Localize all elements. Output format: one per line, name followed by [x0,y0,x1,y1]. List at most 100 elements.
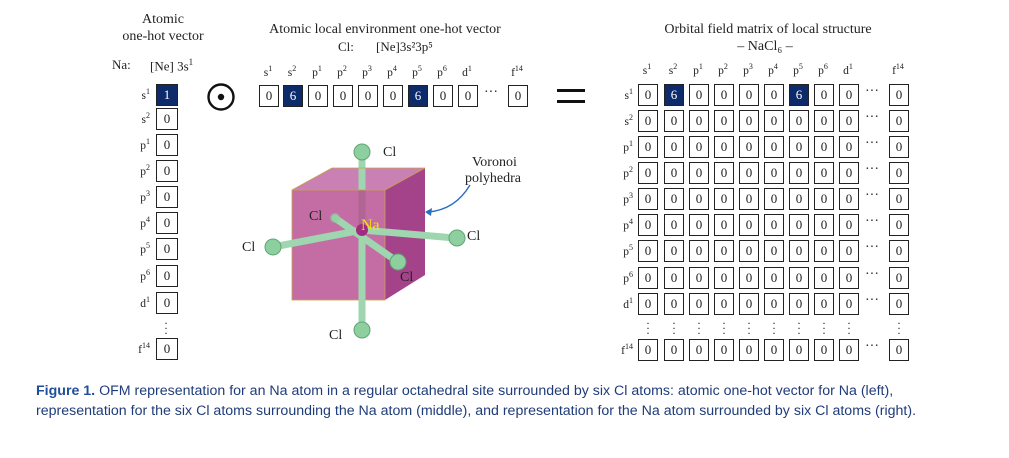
middle-vector-cell: 0 [458,85,478,107]
left-row-label: s2 [141,111,150,126]
ofm-row-label: f14 [621,342,633,357]
middle-col-label: p5 [412,64,422,79]
left-row-label: f14 [138,341,150,356]
ofm-row-ellipsis: ··· [865,136,879,151]
ofm-vertical-ellipsis: ... [822,313,826,337]
left-atom-label: Na: [112,57,131,72]
left-vector-cell: 0 [156,265,178,287]
ofm-cell: 0 [889,110,909,132]
left-row-label: p1 [140,137,150,152]
middle-horizontal-ellipsis: ··· [484,85,498,100]
left-title-line1: Atomic [142,12,184,27]
ofm-row-label: p3 [623,191,633,206]
ofm-cell: 0 [638,188,658,210]
ofm-row-ellipsis: ··· [865,110,879,125]
ofm-cell: 0 [789,293,809,315]
middle-vector-cell: 0 [358,85,378,107]
ofm-vertical-ellipsis: ... [646,313,650,337]
ofm-cell: 0 [764,240,784,262]
ofm-vertical-ellipsis: ... [797,313,801,337]
ofm-cell: 0 [638,267,658,289]
ofm-cell: 0 [689,110,709,132]
ofm-cell: 0 [739,84,759,106]
ofm-col-label: s2 [668,62,678,77]
cl-label-bottom: Cl [329,328,343,343]
middle-col-label: p1 [312,64,322,79]
ofm-cell: 0 [789,267,809,289]
left-vector-cell: 0 [156,134,178,156]
ofm-cell: 0 [664,339,684,361]
ofm-row-ellipsis: ··· [865,162,879,177]
ofm-cell: 0 [638,110,658,132]
ofm-cell: 0 [638,136,658,158]
ofm-cell: 0 [889,136,909,158]
ofm-cell: 0 [764,84,784,106]
middle-vector-cell: 0 [383,85,403,107]
ofm-cell: 0 [664,110,684,132]
ofm-row-label: s2 [624,113,633,128]
ofm-cell: 0 [764,339,784,361]
ofm-cell: 0 [664,214,684,236]
middle-col-label: s2 [287,64,297,79]
ofm-cell: 0 [638,240,658,262]
ofm-cell: 0 [739,162,759,184]
left-row-label: p2 [140,163,150,178]
ofm-cell: 0 [839,240,859,262]
ofm-cell: 0 [889,240,909,262]
left-vector-cell: 0 [156,108,178,130]
ofm-cell: 0 [889,188,909,210]
ofm-row-label: p4 [623,217,633,232]
voronoi-arrow [427,184,471,213]
ofm-cell: 0 [839,162,859,184]
left-vector-cell: 0 [156,338,178,360]
ofm-cell: 0 [689,188,709,210]
ofm-cell: 0 [714,162,734,184]
ofm-cell: 0 [789,162,809,184]
ofm-cell: 0 [789,188,809,210]
ofm-cell: 0 [839,339,859,361]
voronoi-label-line2: polyhedra [465,171,521,186]
ofm-cell: 0 [789,110,809,132]
ofm-col-label: p3 [743,62,753,77]
middle-vector-cell: 0 [308,85,328,107]
hadamard-operator-icon [206,82,236,117]
figure-caption: Figure 1. OFM representation for an Na a… [36,381,986,421]
ofm-col-label: p1 [693,62,703,77]
ofm-cell: 6 [664,84,684,106]
ofm-col-label: d1 [843,62,853,77]
ofm-cell: 0 [714,136,734,158]
cl-atom-back [330,213,340,223]
ofm-cell: 6 [789,84,809,106]
ofm-cell: 0 [789,214,809,236]
ofm-cell: 0 [739,240,759,262]
left-row-label: p5 [140,241,150,256]
ofm-cell: 0 [839,267,859,289]
ofm-cell: 0 [664,136,684,158]
ofm-cell: 0 [889,162,909,184]
ofm-cell: 0 [839,136,859,158]
cl-label-top: Cl [383,145,397,160]
ofm-cell: 0 [664,162,684,184]
ofm-cell: 0 [689,84,709,106]
middle-col-label: p6 [437,64,447,79]
left-row-label: p3 [140,189,150,204]
middle-vector-cell: 0 [333,85,353,107]
ofm-cell: 0 [714,110,734,132]
ofm-vertical-ellipsis: ... [722,313,726,337]
ofm-vertical-ellipsis: ... [897,313,901,337]
ofm-cell: 0 [739,293,759,315]
left-row-label: p4 [140,215,150,230]
left-vector-cell: 0 [156,186,178,208]
ofm-col-label: p5 [793,62,803,77]
middle-col-label: p4 [387,64,397,79]
middle-atom-label: Cl: [338,39,354,54]
ofm-cell: 0 [714,188,734,210]
left-row-label: d1 [140,295,150,310]
left-vector-cell: 0 [156,212,178,234]
equals-operator-icon [556,88,586,111]
ofm-vertical-ellipsis: ... [847,313,851,337]
ofm-cell: 0 [638,162,658,184]
cl-atom-left [264,238,282,256]
ofm-cell: 0 [814,267,834,289]
cl-atom-right [448,229,466,247]
